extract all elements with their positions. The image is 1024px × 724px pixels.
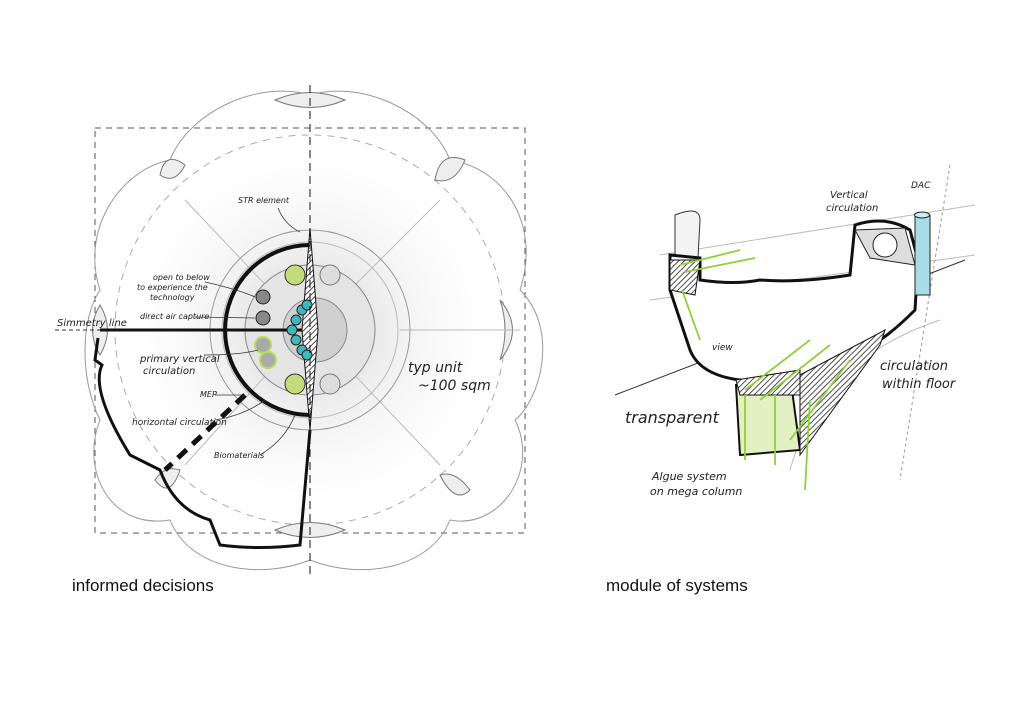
label-pvc-2: circulation [143, 366, 195, 377]
label-algae-2: on mega column [650, 485, 742, 498]
label-str-element: STR element [238, 196, 290, 205]
caption-module-of-systems: module of systems [606, 576, 748, 595]
label-biomaterials: Biomaterials [214, 451, 264, 460]
label-circulation-within-floor-1: circulation [880, 359, 948, 374]
caption-informed-decisions: informed decisions [72, 576, 214, 595]
label-algae-1: Algue system [651, 470, 727, 483]
label-symmetry: Simmetry line [57, 318, 127, 329]
floor-plan: STR element open to below to experience … [55, 85, 544, 575]
label-pvc-1: primary vertical [139, 354, 220, 365]
label-vertical-circulation-1: Vertical [830, 190, 868, 201]
label-open-below-1: open to below [153, 273, 210, 282]
module-sketch: Vertical circulation DAC view transparen… [614, 164, 976, 498]
label-dac-module: DAC [911, 181, 931, 191]
dac-column [914, 214, 931, 296]
label-open-below-3: technology [150, 293, 195, 302]
label-open-below-2: to experience the [137, 283, 208, 292]
label-mep: MEP [200, 390, 217, 399]
label-horizontal-circulation: horizontal circulation [132, 418, 227, 428]
label-typ-unit-1: typ unit [408, 360, 463, 376]
label-transparent: transparent [625, 408, 720, 427]
dac-units [286, 299, 313, 361]
label-vertical-circulation-2: circulation [826, 203, 878, 214]
label-dac: direct air capture [140, 312, 209, 321]
label-typ-unit-2: ~100 sqm [418, 378, 491, 394]
label-view: view [712, 343, 733, 353]
green-airflow-arrows [679, 249, 851, 491]
label-circulation-within-floor-2: within floor [882, 377, 957, 392]
